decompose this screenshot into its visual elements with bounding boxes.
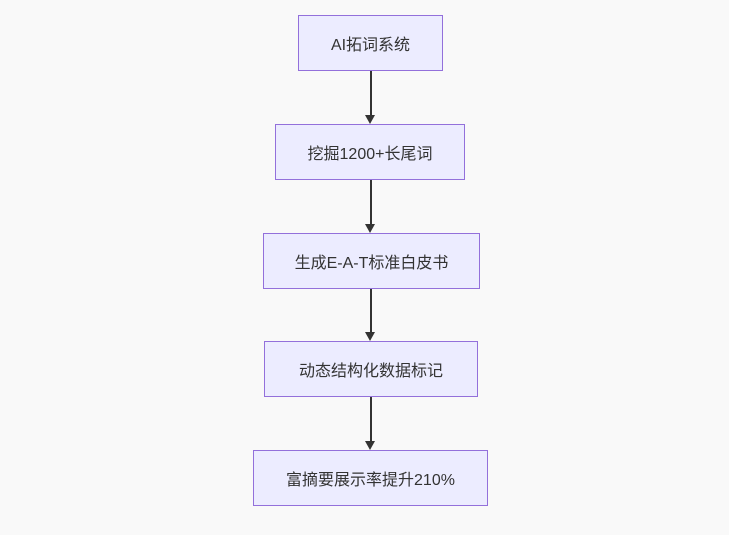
arrowhead-down-icon <box>365 332 375 341</box>
flow-node-step-4: 动态结构化数据标记 <box>264 341 478 397</box>
edge-line <box>369 180 372 226</box>
edge-arrow-2 <box>364 180 377 233</box>
flow-node-step-5: 富摘要展示率提升210% <box>253 450 488 506</box>
flow-node-label: 挖掘1200+长尾词 <box>307 146 433 163</box>
flow-node-step-2: 挖掘1200+长尾词 <box>275 124 465 180</box>
flow-node-step-1: AI拓词系统 <box>298 15 443 71</box>
edge-arrow-4 <box>364 397 377 450</box>
flow-node-label: 动态结构化数据标记 <box>298 363 443 380</box>
edge-arrow-3 <box>364 289 377 341</box>
flow-node-step-3: 生成E-A-T标准白皮书 <box>263 233 480 289</box>
edge-arrow-1 <box>364 71 377 124</box>
flow-node-label: AI拓词系统 <box>330 37 411 54</box>
arrowhead-down-icon <box>365 224 375 233</box>
edge-line <box>369 71 372 117</box>
edge-line <box>369 397 372 443</box>
flow-node-label: 生成E-A-T标准白皮书 <box>294 255 449 272</box>
edge-line <box>369 289 372 334</box>
arrowhead-down-icon <box>365 441 375 450</box>
flow-node-label: 富摘要展示率提升210% <box>286 472 455 489</box>
arrowhead-down-icon <box>365 115 375 124</box>
